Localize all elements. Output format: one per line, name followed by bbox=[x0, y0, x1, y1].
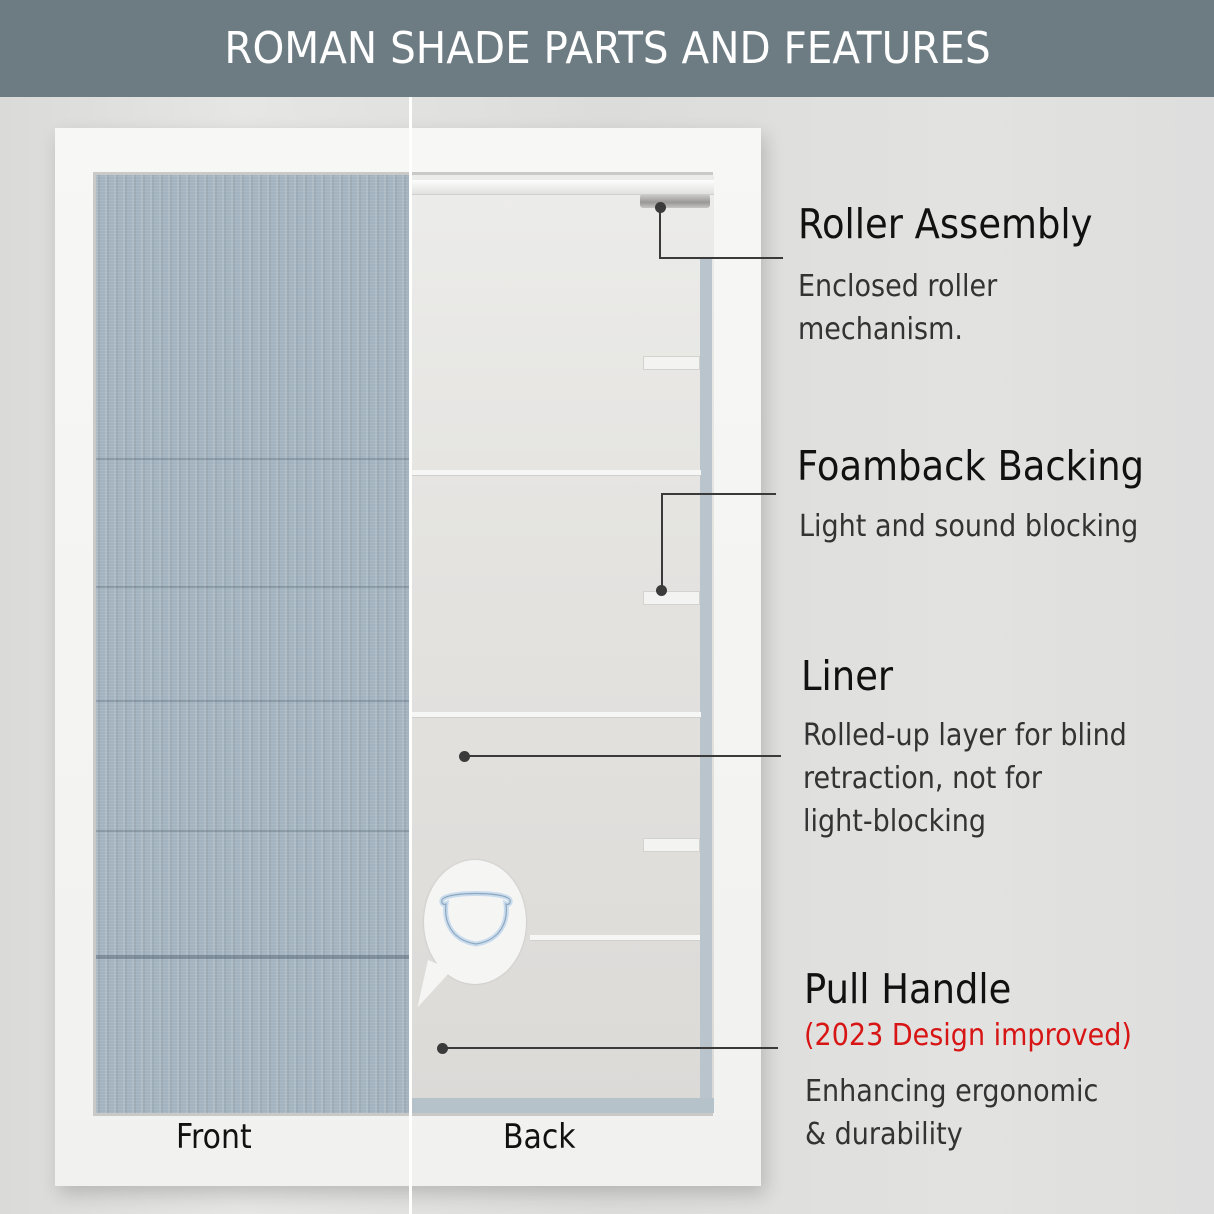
foamback-bottom-edge bbox=[411, 1098, 714, 1113]
shade-rod bbox=[530, 935, 700, 941]
shade-rod bbox=[411, 712, 701, 718]
shade-fold bbox=[96, 700, 409, 702]
feature-title-liner: Liner bbox=[801, 652, 894, 700]
feature-title-foamback: Foamback Backing bbox=[797, 442, 1145, 490]
rod-tab bbox=[643, 838, 700, 852]
feature-desc-roller: Enclosed roller mechanism. bbox=[798, 269, 998, 347]
foamback-leader-line bbox=[661, 493, 663, 588]
roller-cassette bbox=[411, 180, 714, 195]
pull-handle-callout bbox=[424, 860, 526, 984]
foamback-leader-line bbox=[661, 493, 776, 495]
foamback-pointer-dot bbox=[656, 585, 667, 596]
shade-fold bbox=[96, 586, 409, 588]
feature-desc-liner: Rolled-up layer for blind retraction, no… bbox=[803, 718, 1127, 839]
feature-title-pull-handle: Pull Handle bbox=[804, 965, 1012, 1013]
page-title: ROMAN SHADE PARTS AND FEATURES bbox=[223, 23, 991, 74]
front-back-divider bbox=[409, 97, 412, 1214]
rod-tab bbox=[643, 356, 700, 370]
liner-leader-line bbox=[465, 755, 781, 757]
pull-handle-icon bbox=[439, 891, 513, 947]
shade-rod bbox=[411, 470, 701, 476]
shade-fold bbox=[96, 830, 409, 832]
shade-fold bbox=[96, 458, 409, 460]
feature-title-roller: Roller Assembly bbox=[798, 200, 1093, 248]
back-label: Back bbox=[503, 1117, 576, 1157]
shade-fold bbox=[96, 955, 409, 959]
roller-leader-line bbox=[659, 207, 661, 258]
front-label: Front bbox=[176, 1117, 252, 1157]
handle-leader-line bbox=[442, 1047, 778, 1049]
roller-leader-line bbox=[659, 257, 783, 259]
roller-end-cap bbox=[640, 194, 710, 208]
rod-tab bbox=[643, 591, 700, 605]
liner-pointer-dot bbox=[459, 751, 470, 762]
feature-desc-pull-handle: Enhancing ergonomic & durability bbox=[805, 1074, 1099, 1152]
feature-note-pull-handle: (2023 Design improved) bbox=[804, 1018, 1132, 1053]
header-banner: ROMAN SHADE PARTS AND FEATURES bbox=[0, 0, 1214, 97]
front-shade-fabric bbox=[96, 175, 409, 1113]
feature-desc-foamback: Light and sound blocking bbox=[799, 509, 1139, 544]
foamback-edge bbox=[700, 258, 712, 1098]
